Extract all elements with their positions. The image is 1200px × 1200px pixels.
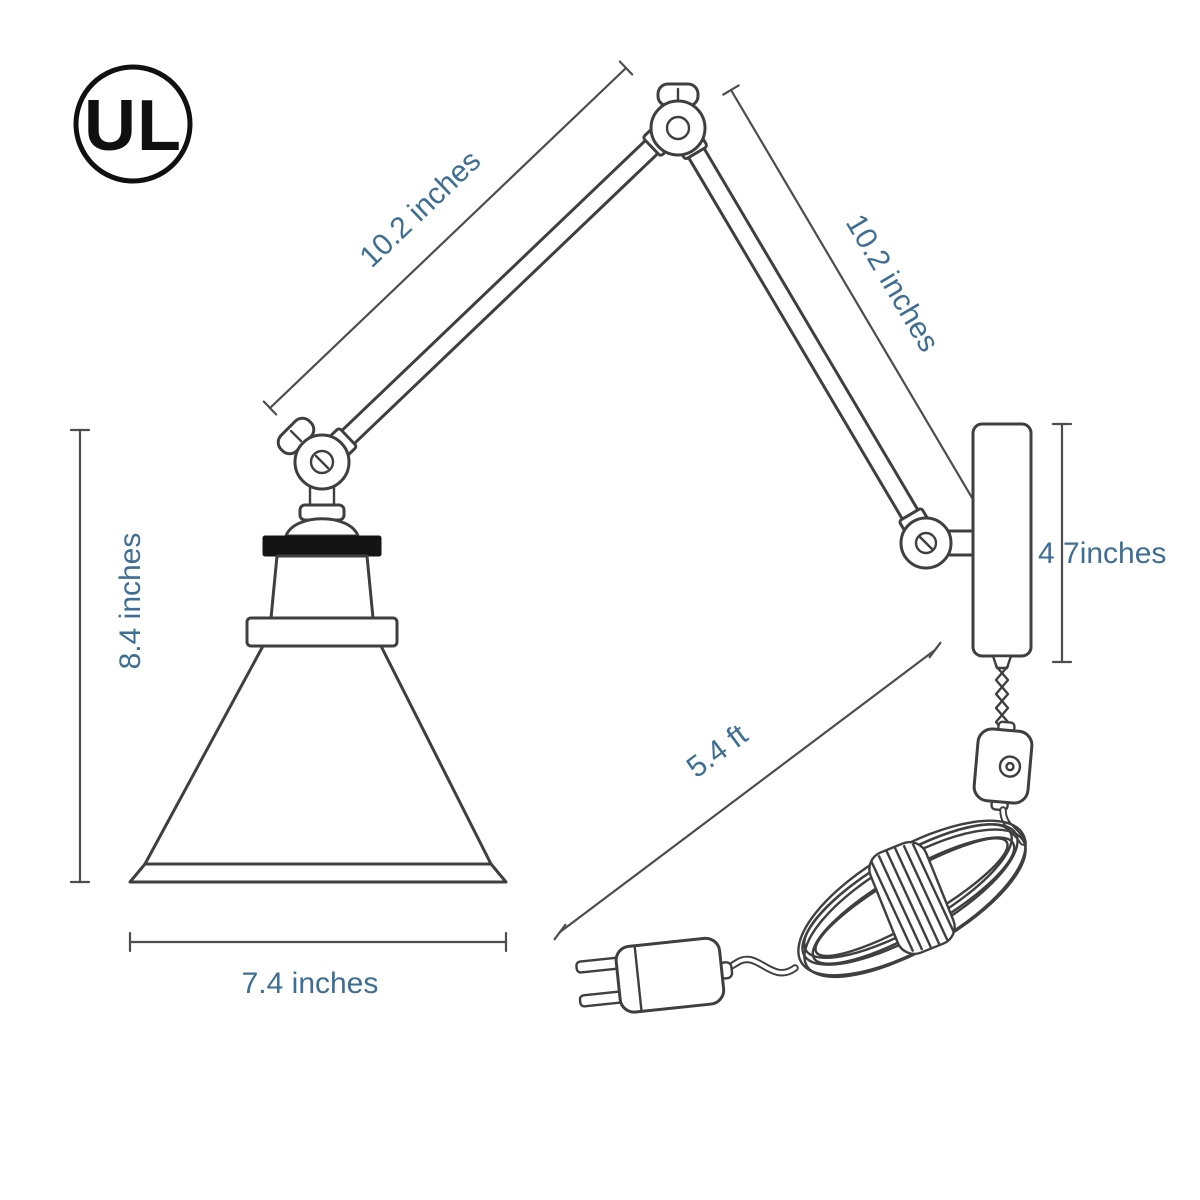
dim-backplate-height: 4 7inches (1038, 422, 1166, 664)
dim-label-cord-length: 5.4 ft (681, 718, 755, 785)
wall-plate-assembly (946, 422, 1033, 670)
dim-label-shade-height: 8.4 inches (114, 533, 147, 670)
ul-circle (73, 64, 193, 184)
wall-swivel-joint (899, 516, 953, 570)
dim-shade-height: 8.4 inches (69, 428, 147, 884)
dim-right-arm: 10.2 inches (722, 84, 990, 519)
socket-band (262, 535, 382, 557)
power-plug (575, 936, 734, 1014)
swing-arm-right (677, 133, 929, 534)
dim-label-shade-diameter: 7.4 inches (242, 967, 379, 1000)
shade-fitter (245, 616, 399, 648)
coil-wrap (868, 840, 956, 956)
plug-body (614, 936, 726, 1014)
cord-twist (994, 664, 1010, 732)
dim-left-arm: 10.2 inches (262, 60, 634, 416)
lamp-shade-cone (143, 644, 493, 866)
inline-switch (972, 720, 1034, 812)
shade-swivel-joint (276, 416, 351, 491)
lamp-head (128, 485, 508, 884)
dim-label-left-arm: 10.2 inches (354, 144, 488, 274)
power-cord-coil (797, 819, 1027, 979)
socket-body (269, 554, 375, 620)
plug-prong (575, 956, 622, 974)
elbow-joint (649, 82, 707, 157)
socket-dome (284, 517, 360, 538)
swing-arm-left (328, 127, 672, 457)
ul-text: UL (84, 86, 182, 166)
ul-certification-mark: UL (73, 64, 193, 184)
dim-label-right-arm: 10.2 inches (839, 209, 946, 358)
plug-prong (578, 990, 626, 1008)
wall-plate (971, 422, 1033, 658)
switch-wheel-icon (998, 755, 1022, 778)
lamp-shade-rim (128, 862, 508, 884)
dim-shade-diameter: 7.4 inches (128, 931, 508, 1000)
dim-label-backplate-height: 4 7inches (1038, 537, 1166, 570)
